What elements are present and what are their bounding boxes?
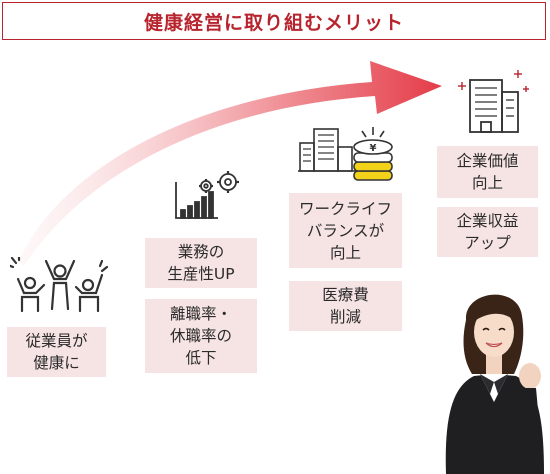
step-4-label-1-text: 企業価値 向上 xyxy=(456,152,519,192)
title-banner: 健康経営に取り組むメリット xyxy=(2,2,546,40)
svg-text:¥: ¥ xyxy=(370,143,377,154)
step-4-label-1: 企業価値 向上 xyxy=(437,146,538,198)
step-3-label-2: 医療費 削減 xyxy=(289,281,402,331)
step-2-label-1: 業務の 生産性UP xyxy=(145,238,257,288)
businesswoman-photo xyxy=(445,294,544,474)
office-building-sparkle-icon xyxy=(458,70,529,133)
step-3-label-1-text: ワークライフ バランスが 向上 xyxy=(298,199,392,262)
step-2-label-2-text: 離職率・ 休職率の 低下 xyxy=(169,305,232,367)
page-title: 健康経営に取り組むメリット xyxy=(143,11,404,34)
productivity-chart-gears-icon xyxy=(175,171,239,219)
step-2-label-1-text: 業務の 生産性UP xyxy=(167,243,235,283)
step-3-label-1: ワークライフ バランスが 向上 xyxy=(289,193,402,268)
step-2-label-2: 離職率・ 休職率の 低下 xyxy=(145,299,257,373)
building-yen-coins-icon: ¥ xyxy=(298,127,393,181)
step-1-label-text: 従業員が 健康に xyxy=(25,332,88,372)
cheering-people-icon xyxy=(10,257,109,313)
step-4-label-2: 企業収益 アップ xyxy=(437,207,538,257)
step-4-label-2-text: 企業収益 アップ xyxy=(456,212,519,252)
step-3-label-2-text: 医療費 削減 xyxy=(322,286,369,326)
step-1-label: 従業員が 健康に xyxy=(7,327,106,377)
